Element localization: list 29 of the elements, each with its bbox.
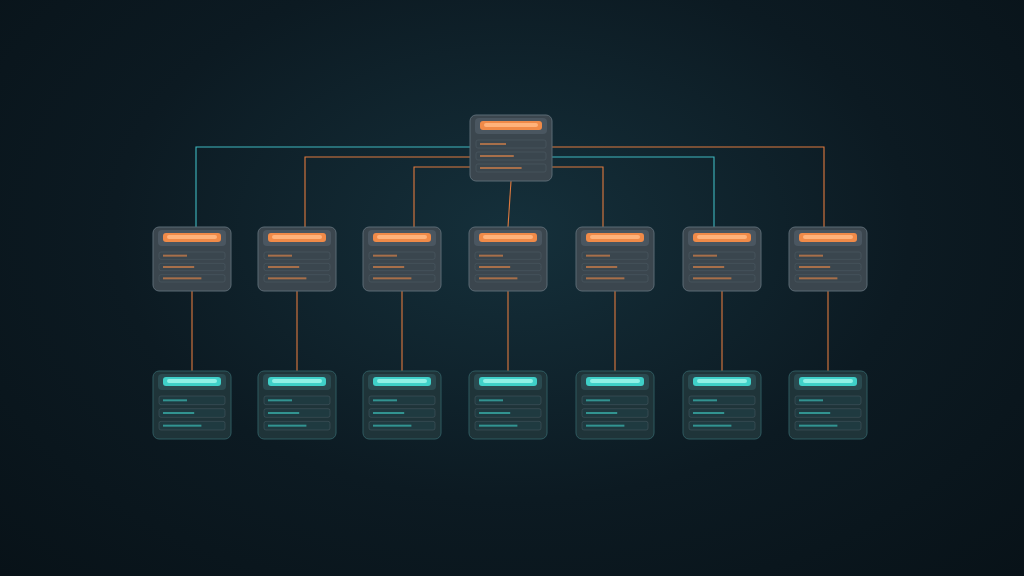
- connector-line: [195, 146, 471, 228]
- connector-line: [551, 166, 604, 228]
- connector-line: [507, 290, 509, 372]
- connector-line: [551, 146, 825, 228]
- server-box: [789, 371, 867, 439]
- connector-line: [413, 166, 471, 228]
- connector-line: [191, 290, 193, 372]
- server-box: [153, 371, 231, 439]
- connector-line: [507, 180, 512, 228]
- server-box: [469, 371, 547, 439]
- server-box: [789, 227, 867, 291]
- connector-line: [721, 290, 723, 372]
- server-box: [576, 371, 654, 439]
- server-box: [469, 227, 547, 291]
- connector-line: [296, 290, 298, 372]
- server-box: [153, 227, 231, 291]
- connector-line: [827, 290, 829, 372]
- connector-line: [614, 290, 616, 372]
- server-box: [258, 227, 336, 291]
- server-box: [363, 371, 441, 439]
- server-box: [258, 371, 336, 439]
- server-box: [576, 227, 654, 291]
- server-box: [683, 371, 761, 439]
- connector-line: [304, 156, 471, 228]
- connector-line: [551, 156, 715, 228]
- connector-line: [401, 290, 403, 372]
- server-box: [363, 227, 441, 291]
- server-box: [470, 115, 552, 181]
- server-box: [683, 227, 761, 291]
